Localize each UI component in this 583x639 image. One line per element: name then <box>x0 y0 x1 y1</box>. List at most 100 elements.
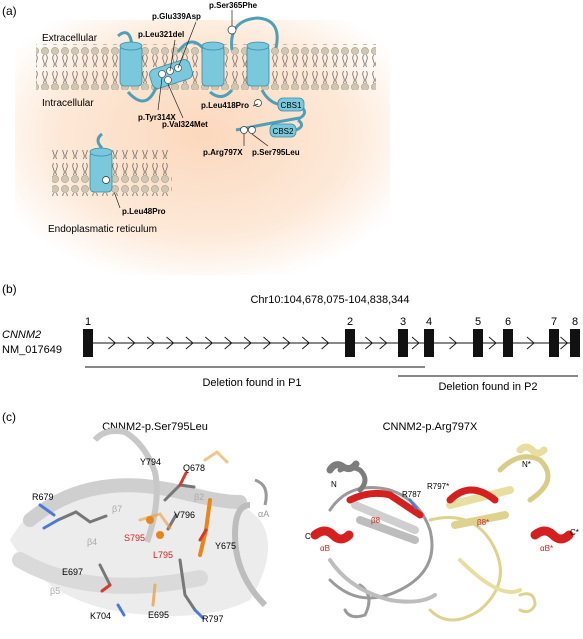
res-v796: V796 <box>174 510 195 520</box>
exon-3 <box>398 329 408 357</box>
res-y794: Y794 <box>140 457 161 467</box>
label-tyr314x: p.Tyr314X <box>138 113 176 122</box>
label-ser795leu: p.Ser795Leu <box>252 148 300 157</box>
res-l795: L795 <box>153 550 173 560</box>
intron-chevrons <box>108 336 569 350</box>
res-q678: Q678 <box>183 463 205 473</box>
res-r787: R787 <box>402 490 422 499</box>
intron-chevron <box>526 336 535 350</box>
panel-c-label: (c) <box>2 410 16 424</box>
exon-8 <box>570 329 580 357</box>
exon-number-4: 4 <box>426 316 432 328</box>
res-k704: K704 <box>90 611 111 621</box>
intron-chevron <box>205 336 213 350</box>
intron-chevron <box>185 336 194 350</box>
exon-2 <box>345 329 355 357</box>
res-b7: β7 <box>112 504 122 514</box>
intron-chevron <box>411 336 420 350</box>
exon-1 <box>83 329 93 357</box>
leu418pro-site <box>254 99 262 107</box>
panel-a: (a) Extracellular Intracellular <box>2 1 390 275</box>
label-leu321del: p.Leu321del <box>138 30 184 39</box>
intron-chevron <box>127 336 136 350</box>
res-b2: β2 <box>194 492 204 502</box>
er-protein <box>89 132 113 193</box>
intron-chevron <box>146 336 155 350</box>
res-r797: R797 <box>202 614 224 624</box>
res-n: N <box>331 480 337 489</box>
right-structure-title: CNNM2-p.Arg797X <box>383 421 478 433</box>
exon-6 <box>503 329 513 357</box>
left-residue-labels: Y794 Q678 R679 β7 β2 αA V796 S795 L795 β… <box>32 457 269 624</box>
ser365phe-site <box>227 25 237 35</box>
exon-7 <box>549 329 559 357</box>
intron-chevron <box>243 336 252 350</box>
exon-number-7: 7 <box>551 316 557 328</box>
intron-chevron <box>379 336 388 350</box>
cbs2-domain <box>269 123 297 138</box>
exon-4 <box>424 329 434 357</box>
right-structure <box>310 443 574 622</box>
extracellular-label: Extracellular <box>42 33 98 44</box>
res-n-star: N* <box>522 460 531 469</box>
genomic-coords: Chr10:104,678,075-104,838,344 <box>250 294 409 306</box>
intron-chevron <box>301 336 310 350</box>
l795-atom <box>156 531 164 539</box>
intron-chevron <box>321 336 330 350</box>
central-helix <box>149 59 193 89</box>
intron-chevron <box>108 336 117 350</box>
left-structure-title: CNNM2-p.Ser795Leu <box>102 421 208 433</box>
tm-helices <box>119 41 270 87</box>
res-c-star: C* <box>570 528 579 537</box>
cbs1-label: CBS1 <box>281 101 302 110</box>
transcript-id: NM_017649 <box>2 344 62 356</box>
res-r797-star: R797* <box>427 482 449 491</box>
deletion-p2-label: Deletion found in P2 <box>438 381 537 393</box>
exon-5 <box>473 329 483 357</box>
intron-chevron <box>488 336 497 350</box>
res-b8: β8 <box>371 516 381 525</box>
gene-name: CNNM2 <box>2 329 41 341</box>
res-c: C <box>305 532 311 541</box>
arg797x-site <box>240 126 248 134</box>
res-aa: αA <box>258 509 269 519</box>
exon-number-3: 3 <box>400 316 406 328</box>
ser795leu-site <box>248 126 256 134</box>
exon-number-2: 2 <box>347 316 353 328</box>
intron-chevron <box>263 336 272 350</box>
intracellular-label: Intracellular <box>42 98 94 109</box>
res-ab-star: αB* <box>540 544 553 553</box>
exon-number-5: 5 <box>475 316 481 328</box>
s795-atom <box>146 516 154 524</box>
panel-a-label: (a) <box>2 4 17 18</box>
res-ab: αB <box>320 544 330 553</box>
panel-b-label: (b) <box>2 282 17 296</box>
label-arg797x: p.Arg797X <box>203 148 243 157</box>
label-leu48pro: p.Leu48Pro <box>122 207 166 216</box>
deletion-p1-label: Deletion found in P1 <box>202 377 301 389</box>
panel-c: (c) CNNM2-p.Ser795Leu CNNM2-p.Arg797X <box>2 410 579 624</box>
left-structure <box>10 428 268 620</box>
res-e695: E695 <box>148 610 169 620</box>
er-label: Endoplasmatic reticulum <box>48 224 157 235</box>
res-y675: Y675 <box>215 541 236 551</box>
res-b5: β5 <box>50 586 60 596</box>
res-s795: S795 <box>124 533 145 543</box>
intron-chevron <box>449 336 458 350</box>
res-r679: R679 <box>32 492 54 502</box>
res-b8-star: β8* <box>477 518 489 527</box>
label-val324met: p.Val324Met <box>162 120 208 129</box>
res-b4: β4 <box>87 537 97 547</box>
cbs1-domain <box>277 97 305 112</box>
intron-chevron <box>224 336 233 350</box>
exon-number-8: 8 <box>572 316 578 328</box>
intron-chevron <box>365 336 374 350</box>
label-leu418pro: p.Leu418Pro <box>201 101 249 110</box>
exon-number-1: 1 <box>85 316 91 328</box>
intron-chevron <box>282 336 291 350</box>
label-glu339asp: p.Glu339Asp <box>152 12 201 21</box>
panel-b: (b) Chr10:104,678,075-104,838,344 CNNM2 … <box>2 282 580 393</box>
label-ser365phe: p.Ser365Phe <box>209 1 258 10</box>
